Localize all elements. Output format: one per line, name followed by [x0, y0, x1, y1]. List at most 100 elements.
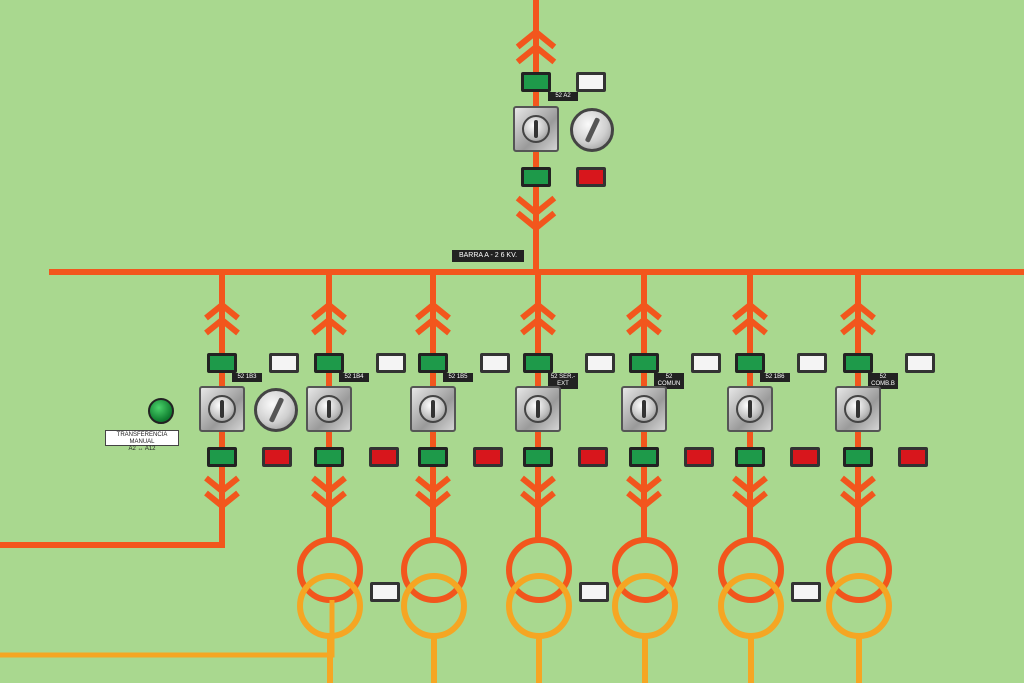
feeder-breaker-switch[interactable] [835, 386, 881, 432]
rotary-switch-icon [736, 395, 764, 423]
feeder-selector-switch[interactable] [254, 388, 298, 432]
transfer-push-button[interactable] [148, 398, 174, 424]
chevron-up-icon [415, 301, 451, 321]
feeder-lamp-green-top [418, 353, 448, 373]
incoming-lamp-red [576, 167, 606, 187]
feeder-plate: 52 1B5 [443, 373, 473, 382]
feeder-lamp-red [684, 447, 714, 467]
transformer-icon [297, 537, 363, 603]
feeder-breaker-switch[interactable] [410, 386, 456, 432]
feeder-lamp-green-top [629, 353, 659, 373]
feeder-plate: 52 SER.-EXT [548, 373, 578, 389]
feeder-lamp-green-top [735, 353, 765, 373]
transformer-icon [401, 537, 467, 603]
feeder-plate: 52 1B6 [760, 373, 790, 382]
transfer-label-line1: TRANSFERENCIA MANUAL [116, 432, 168, 445]
feeder-plate: 52 COMUN [654, 373, 684, 389]
incoming-plate: 52 A2 [548, 92, 578, 101]
rotary-switch-icon [208, 395, 236, 423]
feeder-plate: 52 1B4 [339, 373, 369, 382]
incoming-lamp-white [576, 72, 606, 92]
chevron-down-icon [626, 475, 662, 495]
chevron-down-icon [626, 490, 662, 510]
transformer-lamp-white [370, 582, 400, 602]
incoming-selector-switch[interactable] [570, 108, 614, 152]
chevron-down-icon [520, 475, 556, 495]
feeder-lamp-white [585, 353, 615, 373]
feeder-breaker-switch[interactable] [199, 386, 245, 432]
chevron-up-icon [311, 301, 347, 321]
rotary-switch-icon [630, 395, 658, 423]
feeder-plate: 52 1B3 [232, 373, 262, 382]
feeder-lamp-white [376, 353, 406, 373]
feeder-lamp-red [790, 447, 820, 467]
feeder-lamp-red [898, 447, 928, 467]
feeder-lamp-white [905, 353, 935, 373]
transformer-icon [506, 537, 572, 603]
chevron-up-icon [626, 301, 662, 321]
chevron-down-icon [415, 490, 451, 510]
chevron-down-icon [204, 475, 240, 495]
rotary-switch-icon [524, 395, 552, 423]
feeder-breaker-switch[interactable] [727, 386, 773, 432]
feeder-lamp-red [369, 447, 399, 467]
chevron-down-icon [840, 475, 876, 495]
rotary-switch-icon [419, 395, 447, 423]
feeder-lamp-red [262, 447, 292, 467]
feeder-lamp-green-bottom [843, 447, 873, 467]
transfer-label-line2: A2 ↔ A12 [128, 446, 156, 452]
chevron-up-icon [520, 301, 556, 321]
feeder-lamp-green-bottom [314, 447, 344, 467]
transfer-label: TRANSFERENCIA MANUAL A2 ↔ A12 [105, 430, 179, 452]
chevron-down-icon [311, 490, 347, 510]
feeder-lamp-green-top [207, 353, 237, 373]
transformer-lamp-white [579, 582, 609, 602]
feeder-breaker-switch[interactable] [515, 386, 561, 432]
chevron-up-icon [415, 316, 451, 336]
chevron-up-icon [204, 316, 240, 336]
busbar-label: BARRA A - 2 6 KV. [452, 250, 524, 262]
chevron-down-icon [732, 490, 768, 510]
feeder-breaker-switch[interactable] [621, 386, 667, 432]
chevron-up-icon [626, 316, 662, 336]
feeder-lamp-green-bottom [207, 447, 237, 467]
rotary-switch-icon [844, 395, 872, 423]
chevron-down-icon [204, 490, 240, 510]
chevron-up-icon [311, 316, 347, 336]
chevron-down-icon [840, 490, 876, 510]
feeder-lamp-green-bottom [629, 447, 659, 467]
transformer-icon [718, 537, 784, 603]
feeder-lamp-white [797, 353, 827, 373]
incoming-lamp-green-top [521, 72, 551, 92]
incoming-breaker-switch[interactable] [513, 106, 559, 152]
feeder-lamp-red [473, 447, 503, 467]
feeder-lamp-white [480, 353, 510, 373]
chevron-up-icon [732, 301, 768, 321]
chevron-up-icon [840, 301, 876, 321]
feeder-lamp-green-top [523, 353, 553, 373]
transformer-icon [826, 537, 892, 603]
transformer-lamp-white [791, 582, 821, 602]
feeder-lamp-white [691, 353, 721, 373]
chevron-down-icon [732, 475, 768, 495]
feeder-lamp-green-top [843, 353, 873, 373]
rotary-switch-icon [522, 115, 550, 143]
chevron-down-icon [515, 195, 557, 217]
feeder-lamp-green-bottom [735, 447, 765, 467]
chevron-up-icon [840, 316, 876, 336]
feeder-plate: 52 COMB.B [868, 373, 898, 389]
chevron-up-icon [204, 301, 240, 321]
feeder-breaker-switch[interactable] [306, 386, 352, 432]
chevron-down-icon [520, 490, 556, 510]
chevron-up-icon [520, 316, 556, 336]
incoming-lamp-green-bottom [521, 167, 551, 187]
feeder-lamp-red [578, 447, 608, 467]
chevron-up-icon [732, 316, 768, 336]
feeder-lamp-green-top [314, 353, 344, 373]
feeder-lamp-green-bottom [523, 447, 553, 467]
feeder-lamp-white [269, 353, 299, 373]
transformer-icon [612, 537, 678, 603]
chevron-up-icon [515, 28, 557, 50]
